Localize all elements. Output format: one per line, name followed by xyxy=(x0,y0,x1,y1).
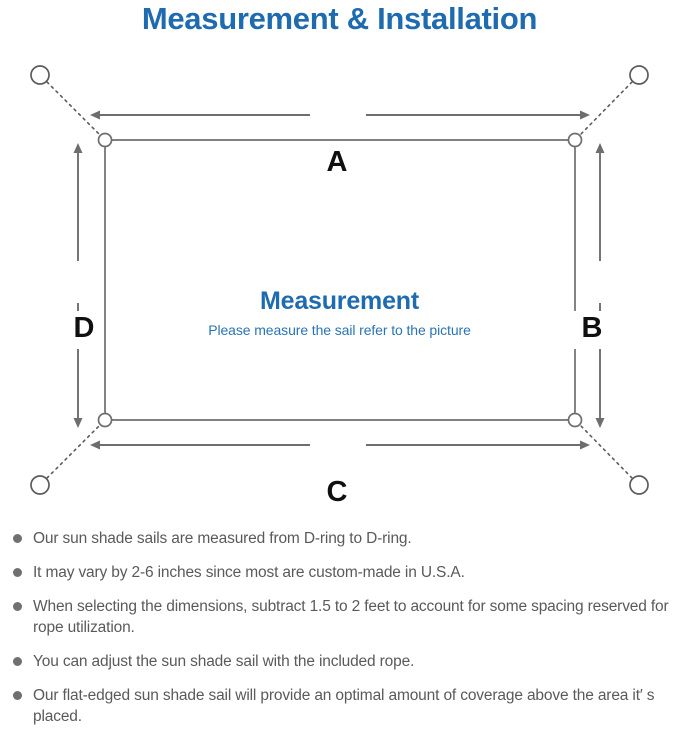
sail-outline xyxy=(104,139,576,421)
list-item: You can adjust the sun shade sail with t… xyxy=(10,651,675,672)
list-item: When selecting the dimensions, subtract … xyxy=(10,596,675,638)
dimension-label-d: D xyxy=(64,311,104,349)
anchor-rings xyxy=(30,65,649,495)
d-ring-bottom-left-icon xyxy=(97,412,113,428)
notes-list: Our sun shade sails are measured from D-… xyxy=(10,528,675,727)
d-ring-top-left-icon xyxy=(97,132,113,148)
bullet-icon xyxy=(13,534,22,543)
note-text: It may vary by 2-6 inches since most are… xyxy=(33,564,465,581)
bullet-icon xyxy=(13,568,22,577)
list-item: Our sun shade sails are measured from D-… xyxy=(10,528,675,549)
note-text: Our sun shade sails are measured from D-… xyxy=(33,530,412,547)
bullet-icon xyxy=(13,657,22,666)
note-text: You can adjust the sun shade sail with t… xyxy=(33,653,415,670)
page-title: Measurement & Installation xyxy=(141,1,538,36)
note-text: When selecting the dimensions, subtract … xyxy=(33,598,669,636)
dimension-label-c: C xyxy=(315,475,359,509)
d-ring-top-right-icon xyxy=(567,132,583,148)
rope-bottom-left xyxy=(46,425,100,479)
rope-top-right xyxy=(580,81,633,135)
sail-d-rings xyxy=(97,132,583,428)
d-ring-bottom-right-icon xyxy=(567,412,583,428)
anchor-ring-top-right-icon xyxy=(629,65,649,85)
measurement-diagram: Measurement Please measure the sail refe… xyxy=(0,48,679,513)
rope-top-left xyxy=(46,81,100,135)
bullet-icon xyxy=(13,602,22,611)
bullet-icon xyxy=(13,691,22,700)
dimension-label-a: A xyxy=(315,145,359,179)
anchor-ring-top-left-icon xyxy=(30,65,50,85)
diagram-svg xyxy=(30,65,649,495)
anchor-ring-bottom-right-icon xyxy=(629,475,649,495)
list-item: It may vary by 2-6 inches since most are… xyxy=(10,562,675,583)
anchor-ring-bottom-left-icon xyxy=(30,475,50,495)
rope-lines xyxy=(46,81,633,479)
dimension-label-b: B xyxy=(572,311,612,349)
note-text: Our flat-edged sun shade sail will provi… xyxy=(33,687,655,725)
list-item: Our flat-edged sun shade sail will provi… xyxy=(10,685,675,727)
rope-bottom-right xyxy=(580,425,633,479)
